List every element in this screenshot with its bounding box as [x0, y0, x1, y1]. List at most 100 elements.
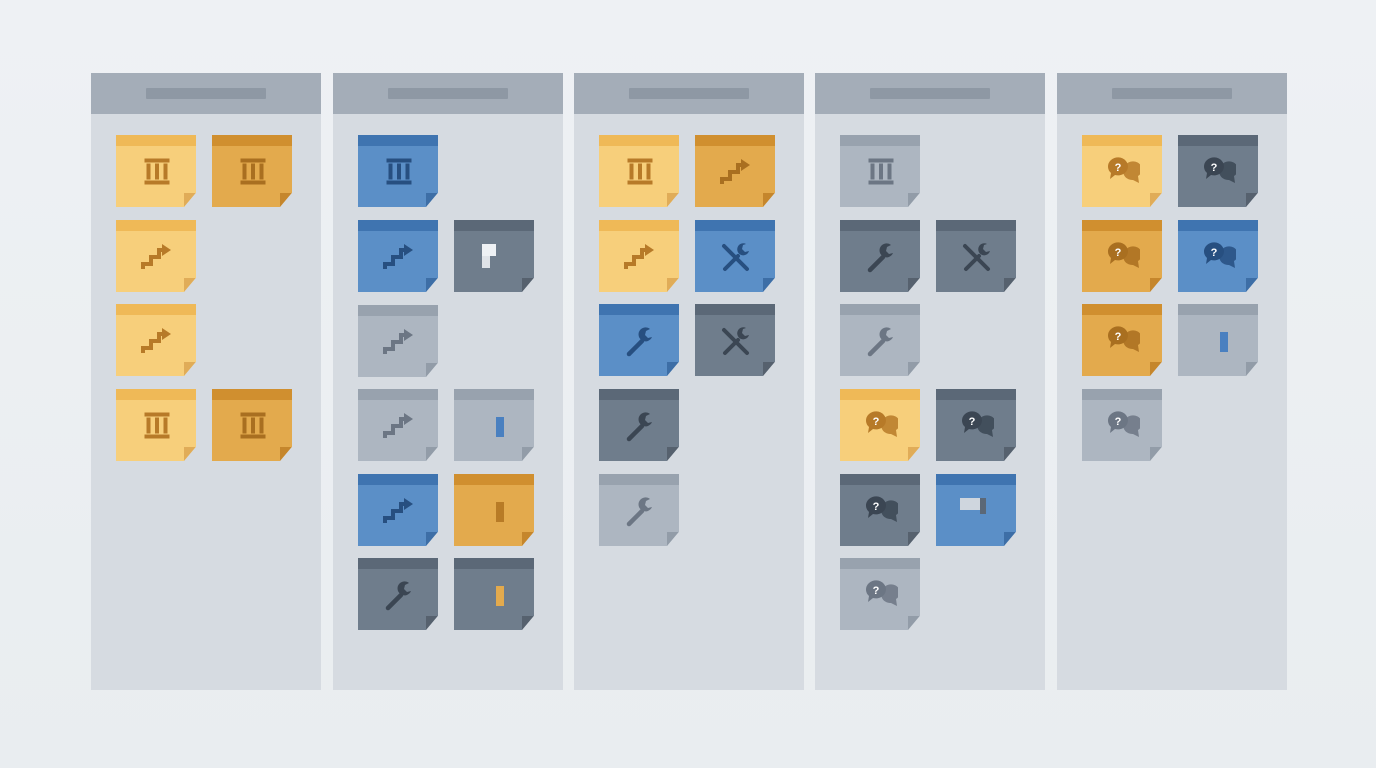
stairs-arrow-icon: [383, 498, 413, 523]
bank-icon: [868, 158, 894, 185]
wrench-icon: [626, 497, 652, 527]
question-chat-icon: ?: [1203, 157, 1236, 183]
column-header[interactable]: [574, 73, 804, 114]
stairs-arrow-icon: [141, 328, 171, 353]
question-chat-icon: ?: [1107, 326, 1140, 352]
column-header[interactable]: [91, 73, 321, 114]
sticky-note[interactable]: ?: [1082, 304, 1162, 376]
sticky-note[interactable]: [358, 305, 438, 377]
sticky-note[interactable]: [840, 220, 920, 292]
question-chat-icon: ?: [865, 496, 898, 522]
sticky-note[interactable]: [599, 474, 679, 546]
sticky-note[interactable]: [358, 389, 438, 461]
svg-text:?: ?: [1115, 331, 1122, 343]
sticky-note[interactable]: [936, 220, 1016, 292]
wrench-icon: [626, 412, 652, 442]
tab-marker-icon: [482, 256, 490, 268]
svg-text:?: ?: [1211, 247, 1218, 259]
svg-text:?: ?: [873, 416, 880, 428]
tools-icon: [722, 327, 749, 355]
tab-marker-icon: [482, 244, 496, 256]
question-chat-icon: ?: [961, 411, 994, 437]
bank-icon: [627, 158, 653, 185]
sticky-note[interactable]: [454, 220, 534, 292]
sticky-note[interactable]: [116, 135, 196, 207]
sticky-note[interactable]: ?: [1178, 220, 1258, 292]
svg-text:?: ?: [1115, 162, 1122, 174]
sticky-note[interactable]: [695, 304, 775, 376]
sticky-note[interactable]: [212, 389, 292, 461]
stairs-arrow-icon: [383, 244, 413, 269]
sticky-note[interactable]: [454, 474, 534, 546]
wrench-icon: [626, 327, 652, 357]
sticky-note[interactable]: [358, 474, 438, 546]
sticky-note[interactable]: [116, 389, 196, 461]
sticky-note[interactable]: ?: [840, 558, 920, 630]
sticky-note[interactable]: [599, 220, 679, 292]
question-chat-icon: ?: [865, 580, 898, 606]
sticky-note[interactable]: [695, 135, 775, 207]
sticky-note[interactable]: [454, 558, 534, 630]
sticky-note[interactable]: [358, 220, 438, 292]
sticky-note[interactable]: [454, 389, 534, 461]
sticky-note[interactable]: [212, 135, 292, 207]
sticky-note[interactable]: [936, 474, 1016, 546]
sticky-note[interactable]: ?: [840, 389, 920, 461]
column-title-placeholder: [1112, 88, 1232, 99]
svg-text:?: ?: [1211, 162, 1218, 174]
sticky-note[interactable]: [1178, 304, 1258, 376]
sticky-note[interactable]: ?: [1082, 135, 1162, 207]
stairs-arrow-icon: [383, 329, 413, 354]
svg-text:?: ?: [1115, 416, 1122, 428]
question-chat-icon: ?: [1107, 411, 1140, 437]
stairs-arrow-icon: [720, 159, 750, 184]
sticky-note[interactable]: [599, 389, 679, 461]
wrench-icon: [867, 243, 893, 273]
bank-icon: [144, 412, 170, 439]
bank-icon: [386, 158, 412, 185]
tab-marker-icon: [496, 417, 504, 437]
sticky-note[interactable]: [599, 135, 679, 207]
tab-marker-icon: [980, 498, 986, 514]
bank-icon: [240, 158, 266, 185]
bank-icon: [144, 158, 170, 185]
tab-marker-icon: [496, 502, 504, 522]
tools-icon: [963, 243, 990, 271]
sticky-note[interactable]: ?: [936, 389, 1016, 461]
sticky-note[interactable]: ?: [840, 474, 920, 546]
sticky-note[interactable]: ?: [1082, 220, 1162, 292]
question-chat-icon: ?: [1107, 242, 1140, 268]
column-header[interactable]: [1057, 73, 1287, 114]
tab-marker-icon: [1220, 332, 1228, 352]
svg-text:?: ?: [873, 501, 880, 513]
sticky-note[interactable]: [358, 135, 438, 207]
tools-icon: [722, 243, 749, 271]
tab-marker-icon: [960, 498, 980, 510]
column-title-placeholder: [870, 88, 990, 99]
sticky-note[interactable]: ?: [1178, 135, 1258, 207]
sticky-note[interactable]: [840, 135, 920, 207]
board-column-4: ? ? ? ?: [815, 73, 1045, 690]
sticky-note[interactable]: ?: [1082, 389, 1162, 461]
sticky-note[interactable]: [840, 304, 920, 376]
stairs-arrow-icon: [383, 413, 413, 438]
board-column-2: [333, 73, 563, 690]
question-chat-icon: ?: [865, 411, 898, 437]
column-title-placeholder: [388, 88, 508, 99]
svg-text:?: ?: [1115, 247, 1122, 259]
svg-text:?: ?: [873, 585, 880, 597]
question-chat-icon: ?: [1203, 242, 1236, 268]
column-title-placeholder: [629, 88, 749, 99]
sticky-note[interactable]: [599, 304, 679, 376]
column-header[interactable]: [333, 73, 563, 114]
board-column-3: [574, 73, 804, 690]
sticky-note[interactable]: [116, 304, 196, 376]
sticky-note[interactable]: [695, 220, 775, 292]
column-header[interactable]: [815, 73, 1045, 114]
sticky-note[interactable]: [116, 220, 196, 292]
tab-marker-icon: [496, 586, 504, 606]
sticky-note[interactable]: [358, 558, 438, 630]
board-column-1: [91, 73, 321, 690]
svg-text:?: ?: [969, 416, 976, 428]
